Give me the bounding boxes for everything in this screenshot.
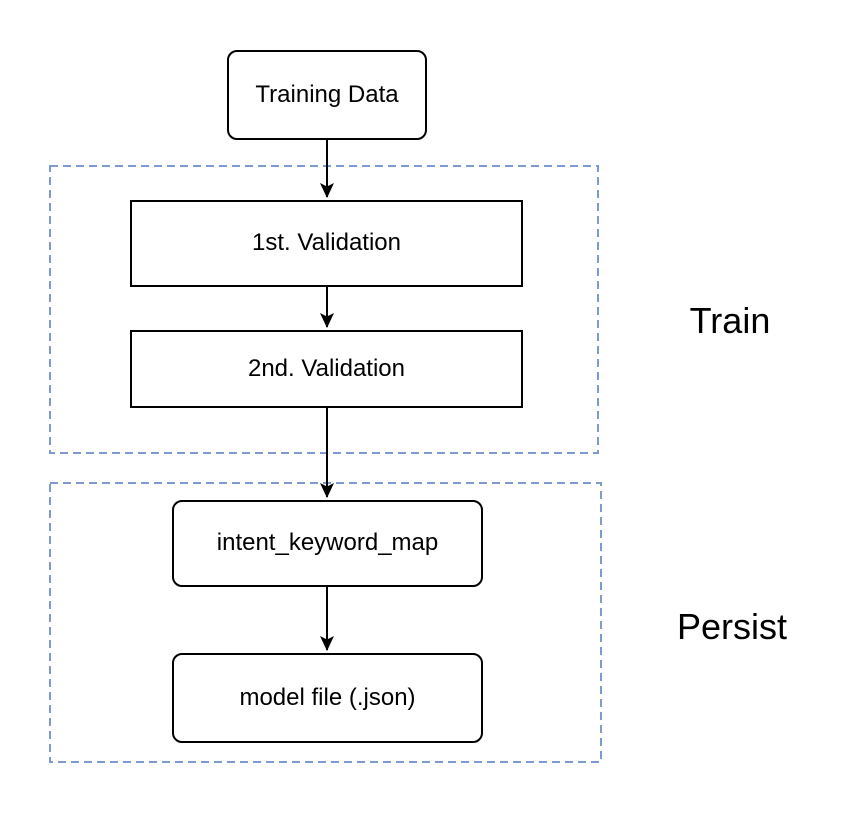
node-first-validation: 1st. Validation (130, 200, 523, 287)
persist-group-label: Persist (676, 606, 788, 647)
node-second-validation: 2nd. Validation (130, 330, 523, 408)
node-training-data: Training Data (227, 50, 427, 140)
train-group-label: Train (689, 300, 771, 341)
node-first-validation-label: 1st. Validation (252, 229, 401, 257)
node-intent-keyword-map-label: intent_keyword_map (216, 529, 439, 557)
node-model-file: model file (.json) (172, 653, 483, 743)
node-training-data-label: Training Data (255, 80, 399, 108)
node-model-file-label: model file (.json) (239, 683, 416, 711)
node-second-validation-label: 2nd. Validation (247, 354, 405, 382)
train-group-border (49, 165, 599, 454)
node-intent-keyword-map: intent_keyword_map (172, 500, 483, 587)
